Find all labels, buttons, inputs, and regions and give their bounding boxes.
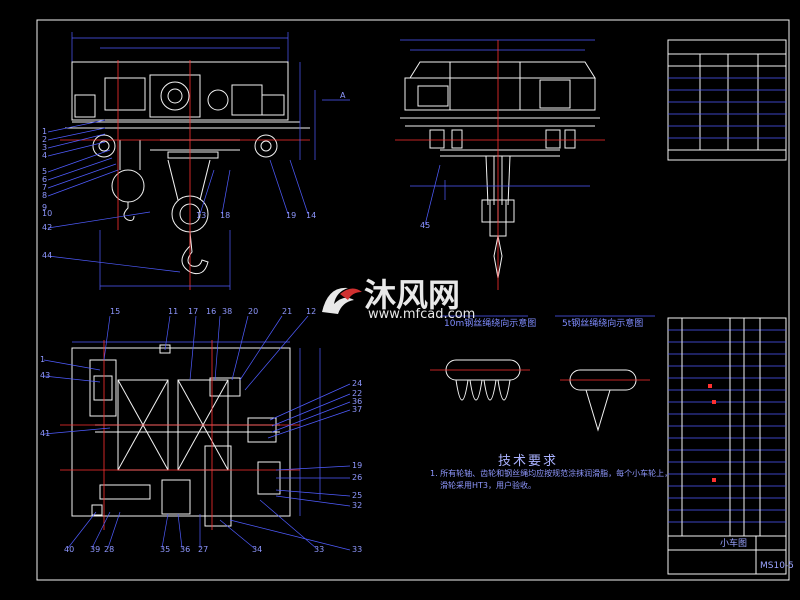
part-balloon: 32 xyxy=(352,501,362,510)
part-balloon: 33 xyxy=(314,545,324,554)
part-balloon: 36 xyxy=(352,397,362,406)
part-balloon: 9 xyxy=(42,203,47,212)
part-balloon: 6 xyxy=(42,175,47,184)
part-balloon: 3 xyxy=(42,143,47,152)
part-balloon: 16 xyxy=(206,307,216,316)
part-balloon: 8 xyxy=(42,191,47,200)
balloons-plan-bottom: 40 39 28 35 36 27 34 33 xyxy=(64,545,324,554)
part-balloon: 40 xyxy=(64,545,74,554)
part-balloon: 12 xyxy=(306,307,316,316)
wrapping-right-caption: 5t钢丝绳绕向示意图 xyxy=(562,317,643,329)
part-balloon: 28 xyxy=(104,545,114,554)
part-balloon: 18 xyxy=(220,211,230,220)
tech-req-title: 技术要求 xyxy=(498,454,558,469)
part-balloon: 41 xyxy=(40,429,50,438)
title-block-name: 小车图 xyxy=(720,537,747,549)
tech-req-line2: 滑轮采用HT3，用户验收。 xyxy=(440,480,536,490)
part-balloon: 14 xyxy=(306,211,316,220)
part-balloon: 4 xyxy=(42,151,47,160)
part-balloon: 19 xyxy=(352,461,362,470)
svg-text:A: A xyxy=(340,91,346,100)
part-balloon: 5 xyxy=(42,167,47,176)
balloons-plan-top: 15 11 17 16 38 20 21 12 xyxy=(110,307,316,316)
part-balloon: 26 xyxy=(352,473,362,482)
part-balloon: 38 xyxy=(222,307,232,316)
part-balloon: 44 xyxy=(42,251,52,260)
parts-list xyxy=(667,317,787,575)
part-balloon: 1 xyxy=(40,355,45,364)
part-balloon: 20 xyxy=(248,307,258,316)
balloons-front-bottom: 13 18 19 14 xyxy=(196,211,316,220)
title-block-code: MS10-5 xyxy=(760,561,794,571)
part-balloon: 1 xyxy=(42,127,47,136)
rope-wrapping-diagrams xyxy=(430,315,655,432)
part-balloon: 34 xyxy=(252,545,262,554)
part-balloon: 13 xyxy=(196,211,206,220)
part-balloon: 43 xyxy=(40,371,50,380)
side-view xyxy=(395,39,605,290)
balloons-plan-left: 1 43 41 xyxy=(40,355,50,438)
tech-req-line1: 1. 所有轮轴、齿轮和钢丝绳均应按规范涂抹润滑脂，每个小车轮上， xyxy=(430,468,672,478)
part-balloon: 42 xyxy=(42,223,52,232)
part-balloon: 37 xyxy=(352,405,362,414)
watermark-brand: 沐风网 xyxy=(364,276,460,314)
mf-logo-icon xyxy=(322,287,362,314)
watermark: 沐风网 www.mfcad.com xyxy=(322,276,475,322)
wrapping-left-caption: 10m钢丝绳绕向示意图 xyxy=(444,317,536,329)
part-balloon: 11 xyxy=(168,307,178,316)
part-balloon: 15 xyxy=(110,307,120,316)
part-balloon: 25 xyxy=(352,491,362,500)
part-balloon: 27 xyxy=(198,545,208,554)
part-balloon: 39 xyxy=(90,545,100,554)
part-balloon: 10 xyxy=(42,209,52,218)
front-view: A xyxy=(47,32,350,290)
part-balloon: 35 xyxy=(160,545,170,554)
plan-view xyxy=(43,315,351,551)
part-balloon: 7 xyxy=(42,183,47,192)
part-balloon: 19 xyxy=(286,211,296,220)
parameter-table xyxy=(667,39,787,161)
part-balloon: 22 xyxy=(352,389,362,398)
watermark-url: www.mfcad.com xyxy=(368,307,475,322)
part-balloon: 33 xyxy=(352,545,362,554)
part-balloon: 2 xyxy=(42,135,47,144)
part-balloon: 24 xyxy=(352,379,362,388)
part-balloon: 21 xyxy=(282,307,292,316)
balloons-side-left: 45 xyxy=(420,221,430,230)
part-balloon: 45 xyxy=(420,221,430,230)
part-balloon: 36 xyxy=(180,545,190,554)
part-balloon: 17 xyxy=(188,307,198,316)
